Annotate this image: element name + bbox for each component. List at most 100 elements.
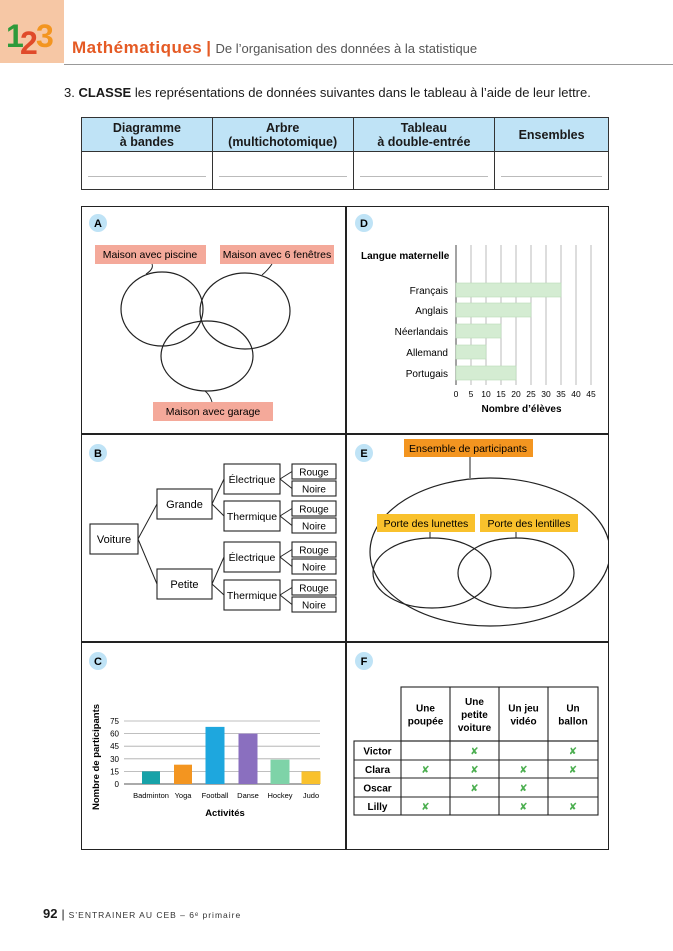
category-label: Football — [202, 791, 229, 800]
bar — [455, 344, 487, 360]
tree-root-box — [89, 523, 139, 555]
tree-node-level1: Petite — [170, 579, 198, 591]
column-header: Une — [416, 704, 435, 715]
branch — [137, 503, 158, 540]
bar — [455, 365, 517, 381]
logo-123: 1 2 3 — [0, 0, 64, 63]
panel-letter: A — [94, 218, 102, 230]
set-piscine — [120, 271, 204, 347]
check-icon: ✘ — [569, 765, 577, 776]
bar — [270, 759, 290, 784]
grid-divider — [82, 641, 608, 643]
col-header-tableau: Tableau à double-entrée — [352, 117, 496, 152]
check-icon: ✘ — [519, 765, 527, 776]
y-tick-label: 45 — [110, 742, 119, 751]
panel-badge — [355, 652, 373, 670]
answer-cell-arbre[interactable] — [211, 151, 354, 190]
panel-e: E Ensemble de participants Porte des lun… — [355, 439, 609, 627]
answer-cell-ensembles[interactable] — [494, 151, 609, 190]
col-header-ensembles: Ensembles — [494, 117, 609, 152]
branch — [279, 478, 293, 489]
category-label: Allemand — [406, 348, 448, 359]
label-box — [95, 245, 206, 264]
panel-badge — [355, 214, 373, 232]
check-icon: ✘ — [470, 747, 478, 758]
chart-title: Langue maternelle — [361, 251, 450, 262]
tree-leaf: Noire — [302, 563, 326, 574]
x-tick-label: 45 — [586, 389, 596, 399]
category-label: Hockey — [267, 791, 292, 800]
page-number: 92 — [43, 906, 58, 921]
panel-badge — [89, 652, 107, 670]
page-title: Mathématiques — [72, 38, 203, 57]
col-header-diagramme: Diagramme à bandes — [81, 117, 213, 152]
bar — [455, 323, 502, 339]
branch — [211, 583, 225, 596]
grid-divider — [345, 207, 347, 849]
tree-node-level2: Électrique — [229, 551, 276, 564]
bar — [142, 771, 160, 784]
row-header: Lilly — [367, 802, 387, 813]
answer-cell-tableau[interactable] — [352, 151, 496, 190]
check-icon: ✘ — [421, 802, 429, 813]
panel-b: B VoitureGrandePetiteÉlectriqueThermique… — [89, 444, 337, 613]
column-header: petite — [461, 710, 488, 721]
branch — [279, 587, 293, 596]
branch — [211, 556, 225, 585]
set-garage — [160, 320, 254, 392]
branch — [279, 471, 293, 480]
x-tick-label: 0 — [454, 389, 459, 399]
bar — [455, 282, 562, 298]
exercise-number: 3. — [64, 85, 75, 100]
column-header: Une — [465, 697, 484, 708]
tree-node-level2: Thermique — [227, 511, 277, 523]
grid-divider — [82, 433, 608, 435]
x-tick-label: 5 — [469, 389, 474, 399]
header-separator: | — [206, 38, 212, 57]
set-fenetres — [199, 272, 291, 350]
col-header-line: Tableau — [400, 120, 448, 135]
tree-leaf: Noire — [302, 485, 326, 496]
header-rule — [64, 64, 673, 65]
category-label: Français — [410, 286, 448, 297]
writing-line — [88, 176, 206, 177]
label-piscine: Maison avec piscine — [103, 249, 198, 261]
bar — [174, 764, 192, 784]
tree-root: Voiture — [97, 534, 131, 546]
column-header: ballon — [558, 717, 587, 728]
column-header: Un — [566, 704, 579, 715]
tree-node-level2: Électrique — [229, 473, 276, 486]
x-axis-label: Nombre d’élèves — [481, 404, 561, 415]
label-box — [220, 245, 334, 264]
check-icon: ✘ — [421, 765, 429, 776]
category-label: Danse — [237, 791, 259, 800]
col-header-line: Ensembles — [518, 127, 585, 142]
set-lunettes — [372, 537, 492, 609]
answer-cell-diagramme[interactable] — [81, 151, 213, 190]
exercise-verb: CLASSE — [78, 85, 132, 100]
label-box — [377, 514, 475, 532]
category-label: Yoga — [175, 791, 193, 800]
check-icon: ✘ — [569, 747, 577, 758]
row-header: Oscar — [363, 784, 391, 795]
check-icon: ✘ — [470, 765, 478, 776]
grid-drawing: A Maison avec piscine Maison avec 6 fenê… — [89, 214, 609, 819]
panel-badge — [89, 214, 107, 232]
tree-leaf: Noire — [302, 522, 326, 533]
panel-letter: B — [94, 448, 102, 460]
tree-node-level2-box — [223, 500, 281, 532]
label-fenetres: Maison avec 6 fenêtres — [223, 249, 332, 261]
branch — [279, 549, 293, 558]
category-label: Portugais — [406, 369, 448, 380]
label-box — [480, 514, 578, 532]
col-header-line: à double-entrée — [377, 134, 471, 149]
branch — [211, 478, 225, 505]
label-lunettes: Porte des lunettes — [384, 518, 469, 530]
label-box — [404, 439, 533, 457]
representations-grid: A Maison avec piscine Maison avec 6 fenê… — [81, 206, 609, 850]
x-tick-label: 10 — [481, 389, 491, 399]
column-header: voiture — [458, 723, 492, 734]
